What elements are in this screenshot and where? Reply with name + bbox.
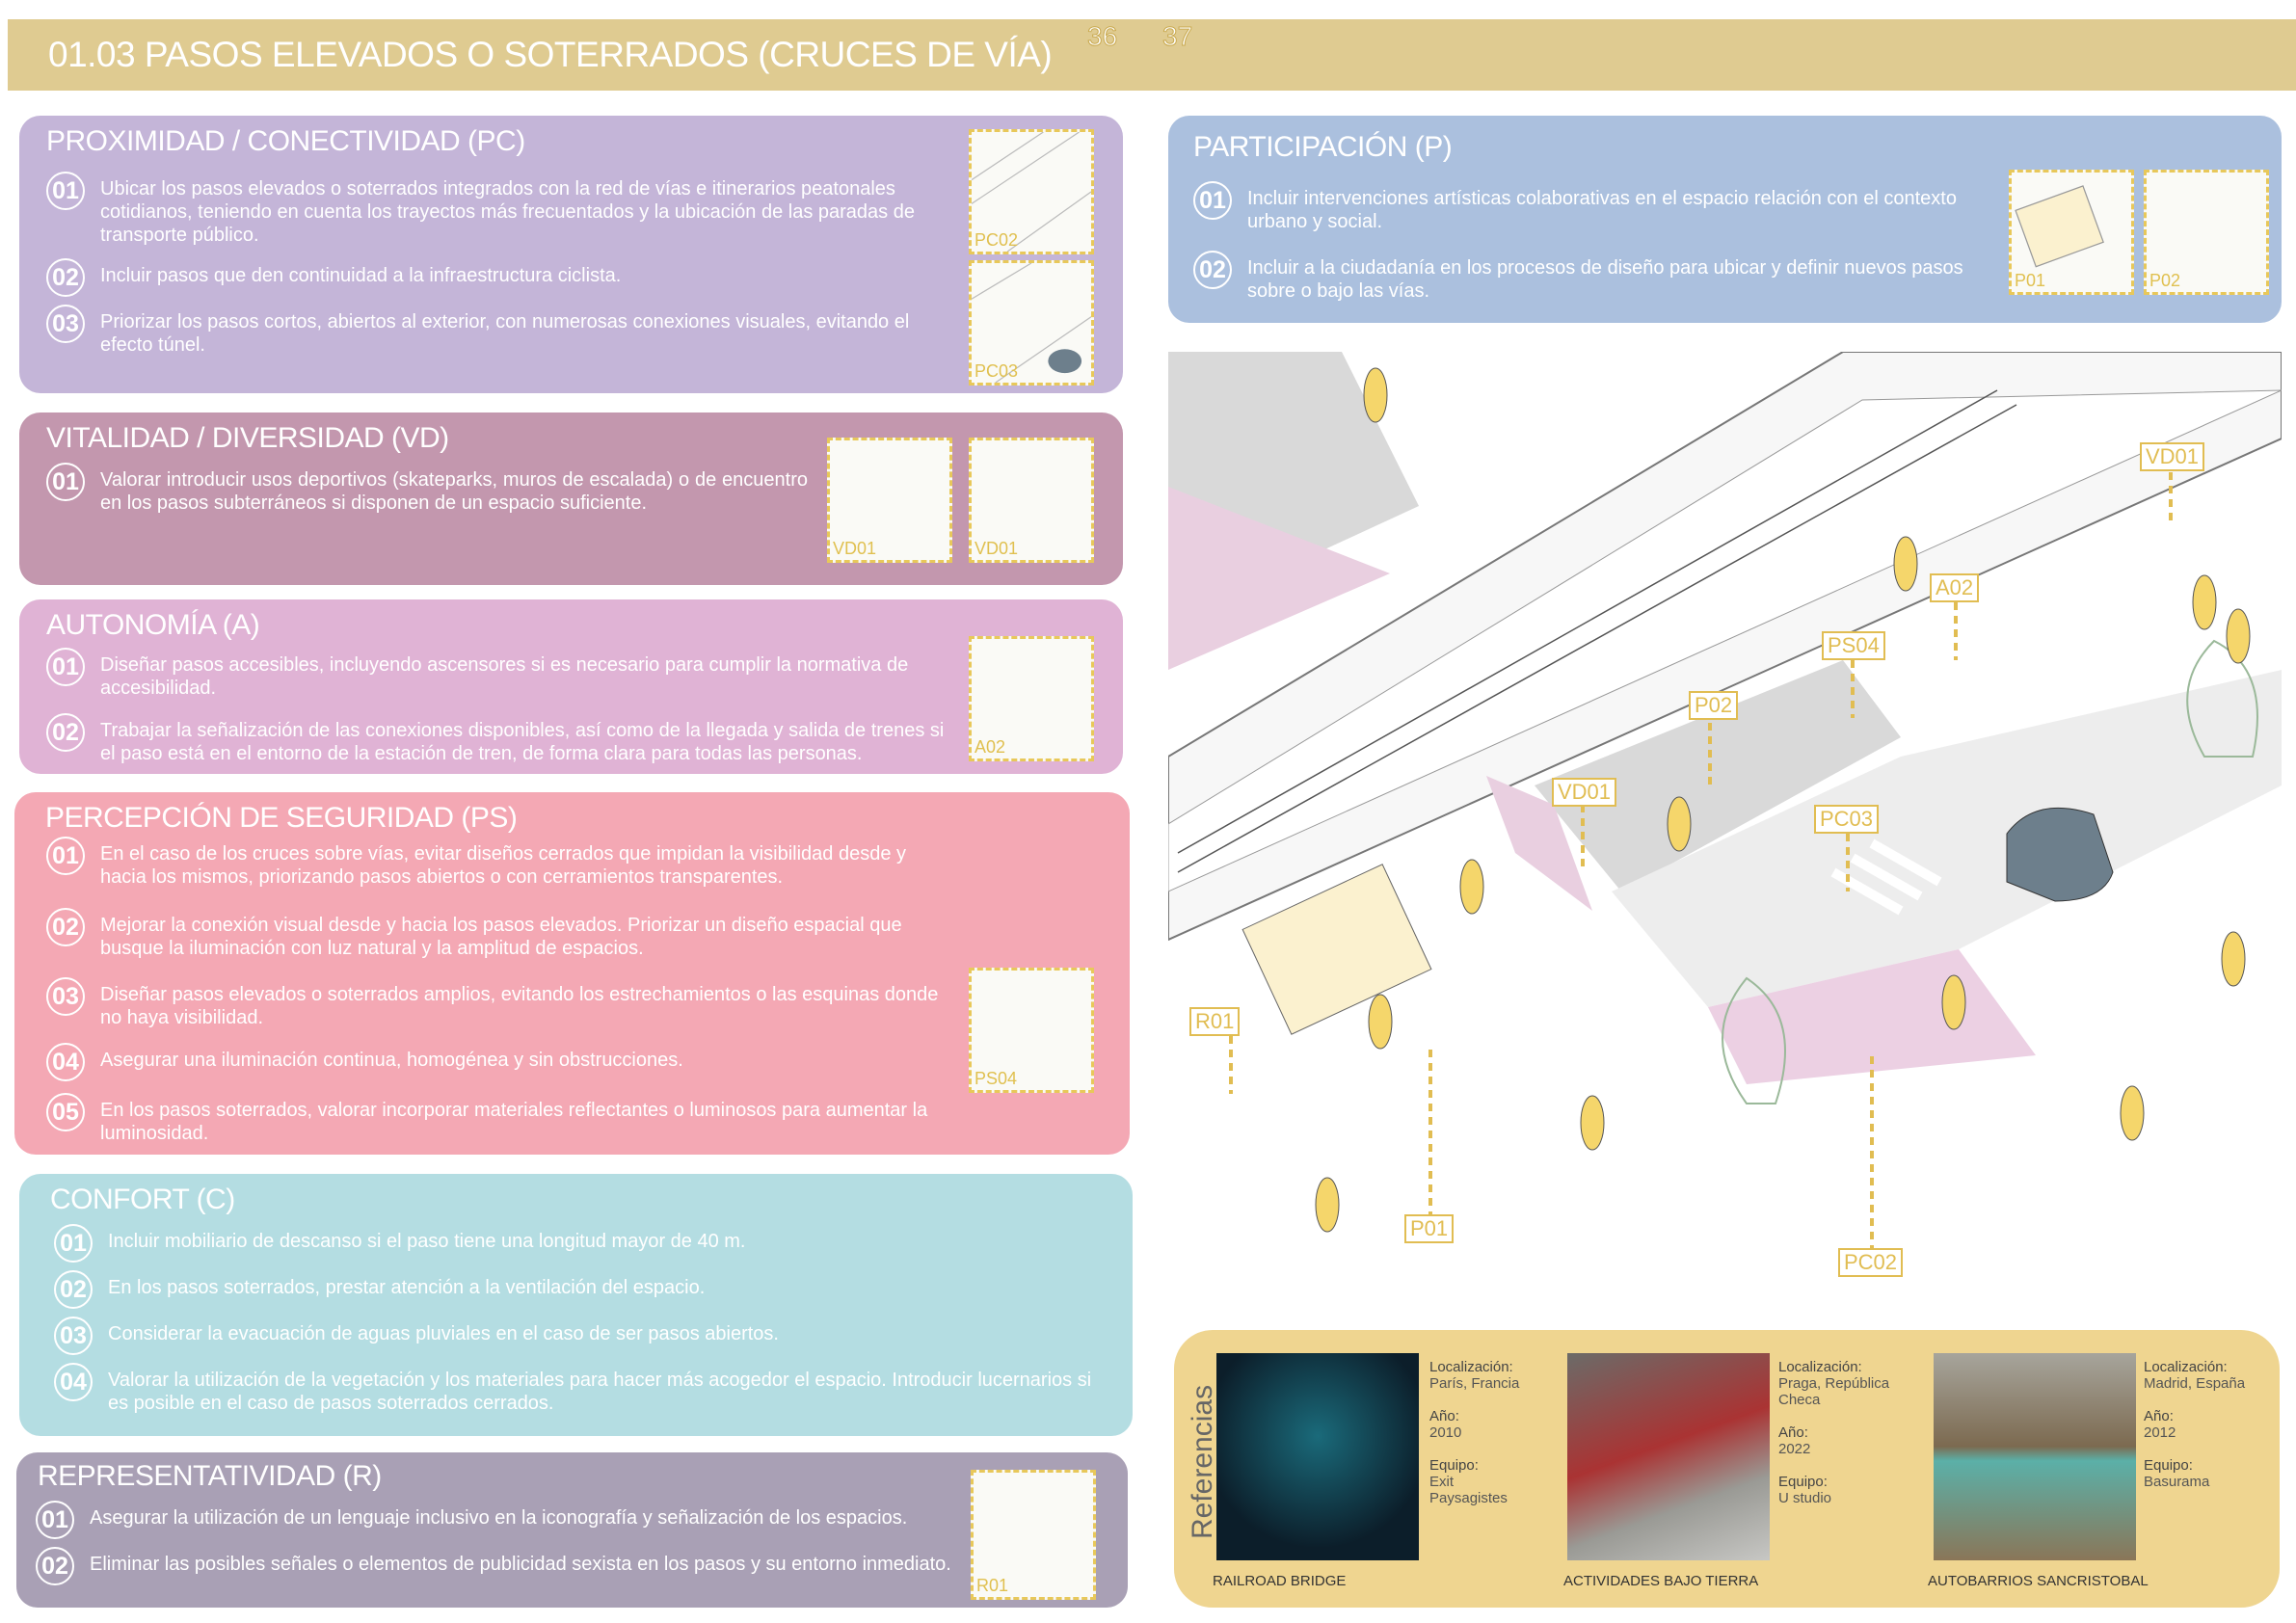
item-number: 01 [46, 463, 85, 501]
item-number: 02 [46, 258, 85, 297]
item-text: Incluir mobiliario de descanso si el pas… [108, 1231, 746, 1252]
item-text: Ubicar los pasos elevados o soterrados i… [100, 178, 915, 246]
item-number: 01 [36, 1501, 74, 1539]
tag-label: P02 [1689, 691, 1739, 720]
item-text: En los pasos soterrados, valorar incorpo… [100, 1100, 928, 1144]
item-text: Valorar introducir usos deportivos (skat… [100, 469, 808, 514]
section-participacion: PARTICIPACIÓN (P) 01 Incluir intervencion… [1168, 116, 2282, 323]
item-number: 01 [46, 837, 85, 875]
section-title: CONFORT (C) [50, 1184, 235, 1215]
item-number: 02 [46, 908, 85, 946]
page-number-right: 37 [1161, 21, 1193, 52]
reference-photo [1216, 1353, 1419, 1560]
reference-photo [1567, 1353, 1770, 1560]
item-number: 01 [1193, 181, 1232, 220]
thumbnail: P01 [2009, 170, 2134, 295]
tag-label: VD01 [2140, 442, 2205, 471]
item-number: 02 [1193, 251, 1232, 289]
thumbnail: PC03 [969, 260, 1094, 386]
item-text: Eliminar las posibles señales o elemento… [90, 1554, 951, 1575]
item-text: Priorizar los pasos cortos, abiertos al … [100, 311, 910, 356]
page-number-left: 36 [1086, 21, 1118, 52]
item-number: 05 [46, 1093, 85, 1131]
item-number: 04 [54, 1363, 93, 1401]
thumbnail: P02 [2144, 170, 2269, 295]
item-text: Incluir pasos que den continuidad a la i… [100, 265, 622, 286]
item-number: 03 [46, 977, 85, 1016]
section-title: PERCEPCIÓN DE SEGURIDAD (PS) [45, 802, 518, 834]
item-text: Asegurar una iluminación continua, homog… [100, 1050, 683, 1071]
section-title: PARTICIPACIÓN (P) [1193, 131, 1453, 163]
references-label: Referencias [1187, 1384, 1218, 1539]
item-number: 03 [54, 1317, 93, 1355]
section-proximidad: PROXIMIDAD / CONECTIVIDAD (PC) 01 Ubicar … [19, 116, 1123, 393]
item-number: 04 [46, 1043, 85, 1081]
thumbnail: A02 [969, 636, 1094, 761]
section-representatividad: REPRESENTATIVIDAD (R) 01 Asegurar la util… [16, 1452, 1128, 1608]
tag-label: VD01 [1552, 778, 1617, 807]
item-number: 01 [46, 648, 85, 686]
section-confort: CONFORT (C) 01 Incluir mobiliario de desc… [19, 1174, 1133, 1436]
item-number: 02 [46, 713, 85, 752]
thumbnail: VD01 [827, 438, 952, 563]
tag-label: A02 [1930, 573, 1980, 602]
tag-label: PC03 [1814, 805, 1880, 834]
item-text: Considerar la evacuación de aguas pluvia… [108, 1323, 779, 1344]
section-title: AUTONOMÍA (A) [46, 609, 260, 641]
item-text: Diseñar pasos elevados o soterrados ampl… [100, 984, 939, 1028]
thumbnail: PC02 [969, 129, 1094, 254]
isometric-illustration: VD01 A02 PS04 P02 VD01 PC03 R01 P01 PC02 [1167, 351, 2283, 1282]
item-number: 01 [46, 172, 85, 210]
item-text: Valorar la utilización de la vegetación … [108, 1370, 1092, 1414]
item-text: Trabajar la señalización de las conexion… [100, 720, 945, 764]
reference-caption: RAILROAD BRIDGE [1213, 1573, 1347, 1589]
item-text: En el caso de los cruces sobre vías, evi… [100, 843, 906, 888]
item-number: 02 [36, 1547, 74, 1585]
section-vitalidad: VITALIDAD / DIVERSIDAD (VD) 01 Valorar in… [19, 412, 1123, 585]
item-text: Asegurar la utilización de un lenguaje i… [90, 1507, 908, 1529]
tag-label: R01 [1189, 1007, 1241, 1036]
item-text: Mejorar la conexión visual desde y hacia… [100, 915, 902, 959]
item-text: En los pasos soterrados, prestar atenció… [108, 1277, 706, 1298]
section-title: VITALIDAD / DIVERSIDAD (VD) [46, 422, 449, 454]
reference-caption: AUTOBARRIOS SANCRISTOBAL [1928, 1573, 2149, 1589]
item-text: Incluir a la ciudadanía en los procesos … [1247, 257, 1963, 302]
tag-label: PC02 [1838, 1248, 1904, 1277]
item-text: Incluir intervenciones artísticas colabo… [1247, 188, 1957, 232]
item-text: Diseñar pasos accesibles, incluyendo asc… [100, 654, 909, 699]
tag-label: P01 [1404, 1214, 1455, 1243]
reference-photo [1934, 1353, 2136, 1560]
section-title: REPRESENTATIVIDAD (R) [38, 1460, 382, 1492]
section-autonomia: AUTONOMÍA (A) 01 Diseñar pasos accesibles… [19, 599, 1123, 774]
item-number: 02 [54, 1270, 93, 1309]
thumbnail: R01 [971, 1470, 1096, 1600]
item-number: 01 [54, 1224, 93, 1263]
reference-caption: ACTIVIDADES BAJO TIERRA [1563, 1573, 1759, 1589]
item-number: 03 [46, 305, 85, 343]
section-title: PROXIMIDAD / CONECTIVIDAD (PC) [46, 125, 525, 157]
page-title: 01.03 PASOS ELEVADOS O SOTERRADOS (CRUCE… [48, 35, 1053, 74]
section-seguridad: PERCEPCIÓN DE SEGURIDAD (PS) 01 En el cas… [14, 792, 1130, 1155]
page-header: 01.03 PASOS ELEVADOS O SOTERRADOS (CRUCE… [8, 19, 2296, 91]
thumbnail: PS04 [969, 968, 1094, 1093]
thumbnail: VD01 [969, 438, 1094, 563]
tag-label: PS04 [1822, 631, 1885, 660]
